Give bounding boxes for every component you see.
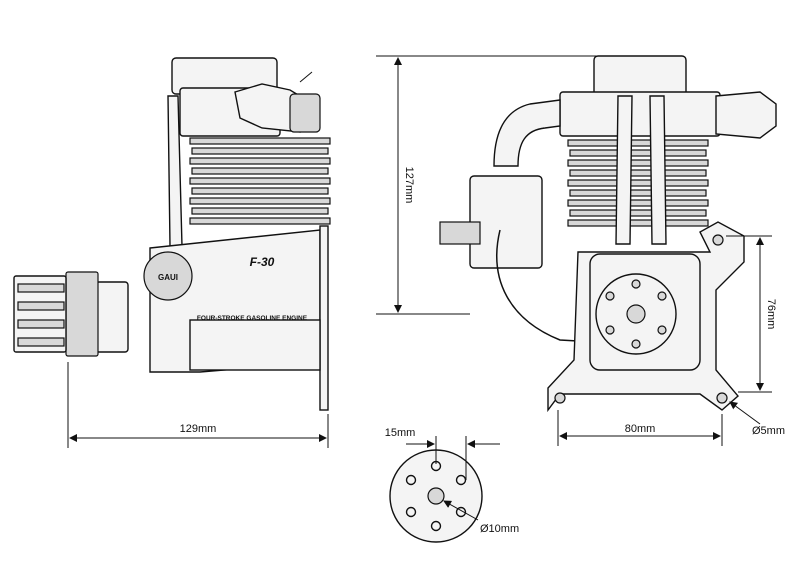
- side-view: GAUI F-30 FOUR-STROKE GASOLINE ENGINE: [13, 57, 331, 411]
- dim-side-width: 129mm: [67, 362, 329, 448]
- dim-height-label: 127mm: [403, 167, 415, 204]
- side-prop-washer: [13, 275, 67, 353]
- dim-mount-width: 80mm: [557, 410, 723, 446]
- front-view: [439, 55, 777, 413]
- dim-prop-offset-label: 15mm: [385, 427, 416, 439]
- dim-mount-height: 76mm: [726, 235, 777, 393]
- front-carb-throttle: [439, 221, 481, 245]
- front-exhaust-pipe: [715, 91, 777, 139]
- front-mount-hole-bl: [554, 392, 566, 404]
- front-mount-hole-br: [716, 392, 728, 404]
- model-logo: F-30: [250, 255, 275, 269]
- side-cylinder-fins: [189, 137, 331, 225]
- front-mount-hole-tr: [712, 234, 724, 246]
- side-front-housing: [95, 281, 129, 353]
- badge-label: GAUI: [158, 273, 178, 282]
- engine-type-label: FOUR-STROKE GASOLINE ENGINE: [197, 315, 308, 322]
- dim-mount-hole: Ø5mm: [729, 401, 785, 437]
- side-cam-cover: [143, 251, 193, 301]
- front-pushrod-right: [649, 95, 667, 245]
- dim-mount-hole-label: Ø5mm: [752, 425, 785, 437]
- front-carburetor: [469, 175, 543, 269]
- dim-prop-offset: 15mm: [385, 427, 500, 480]
- side-intake-nut: [289, 93, 321, 133]
- dim-side-width-label: 129mm: [180, 423, 217, 435]
- side-breather-tube: [299, 71, 313, 83]
- dim-mount-height-label: 76mm: [765, 299, 777, 330]
- front-drive-bore: [626, 304, 646, 324]
- front-rocker-cover: [593, 55, 687, 97]
- dim-height: 127mm: [376, 55, 610, 315]
- side-lower-case: [189, 319, 321, 371]
- front-cylinder-head: [559, 91, 721, 137]
- front-intake-elbow: [493, 99, 561, 167]
- dim-prop-bore-label: Ø10mm: [480, 523, 519, 535]
- side-mount-plate: [319, 225, 329, 411]
- front-cylinder-fins: [567, 139, 709, 227]
- front-fuel-line: [496, 229, 597, 343]
- side-prop-bolts: [17, 283, 65, 347]
- dim-mount-width-label: 80mm: [625, 423, 656, 435]
- front-pushrod-left: [615, 95, 633, 245]
- side-prop-hub: [65, 271, 99, 357]
- dim-prop-bore: Ø10mm: [443, 500, 519, 535]
- hub-center-bore: [427, 487, 445, 505]
